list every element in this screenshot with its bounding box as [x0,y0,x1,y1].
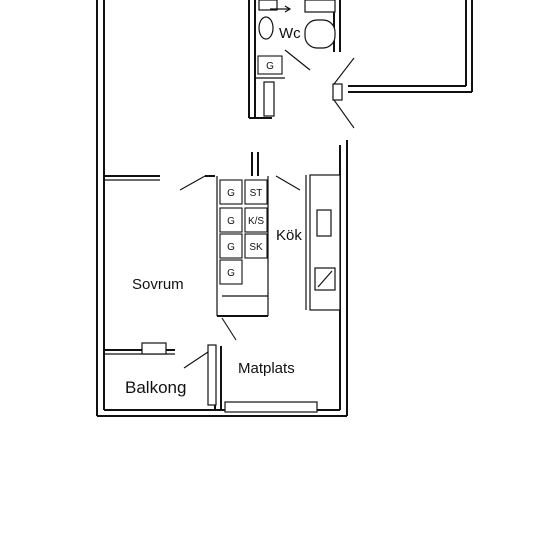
cabinet-g4 [219,259,243,285]
room-label-balkong: Balkong [125,378,186,397]
entrance-door-leaf-lower [333,99,355,129]
entrance-door-frame [332,83,343,101]
bedroom-door-leaf [179,175,206,191]
cabinet-ks-label: K/S [248,216,264,227]
bath-cabinet-label: G [266,61,274,72]
balcony-door-leaf [183,351,209,369]
closet-cabinets [219,179,268,285]
dining-window [224,401,318,413]
cabinet-g2-label: G [227,216,235,227]
closet-door-leaf [221,317,237,341]
toilet-bowl [258,16,274,40]
cabinet-g1 [219,179,243,205]
balcony [104,342,217,406]
kitchen-door-leaf [275,175,301,191]
room-label-sovrum: Sovrum [132,276,184,293]
shelf [304,0,336,13]
cabinet-st-label: ST [250,188,263,199]
kitchen-counter [305,174,341,311]
dining-window-frame [224,401,318,413]
cabinet-g2 [219,207,243,233]
entrance [332,57,355,129]
washbasin [304,19,336,49]
wc-fixtures [258,0,336,49]
bath-radiator [263,81,275,117]
cabinet-g3 [219,233,243,259]
balcony-door-frame [207,344,217,406]
cabinet-g1-label: G [227,188,235,199]
cabinet-ks [244,207,268,233]
bath-door-leaf [284,49,311,71]
kitchen-sink [316,209,332,237]
cabinet-sk-label: SK [249,242,263,253]
toilet-tank [258,0,278,11]
cabinet-g4-label: G [227,268,235,279]
room-label-matplats: Matplats [238,360,295,377]
entrance-door-leaf-upper [333,57,355,85]
stove-symbol [317,270,333,288]
balcony-radiator [141,342,167,355]
bath-cabinet [257,55,283,75]
room-label-wc: Wc [279,25,301,42]
adjacent-room [348,0,473,93]
room-label-kok: Kök [276,227,302,244]
cabinet-sk [244,233,268,259]
direction-arrow-head [284,5,292,13]
cabinet-g3-label: G [227,242,235,253]
cabinet-st [244,179,268,205]
